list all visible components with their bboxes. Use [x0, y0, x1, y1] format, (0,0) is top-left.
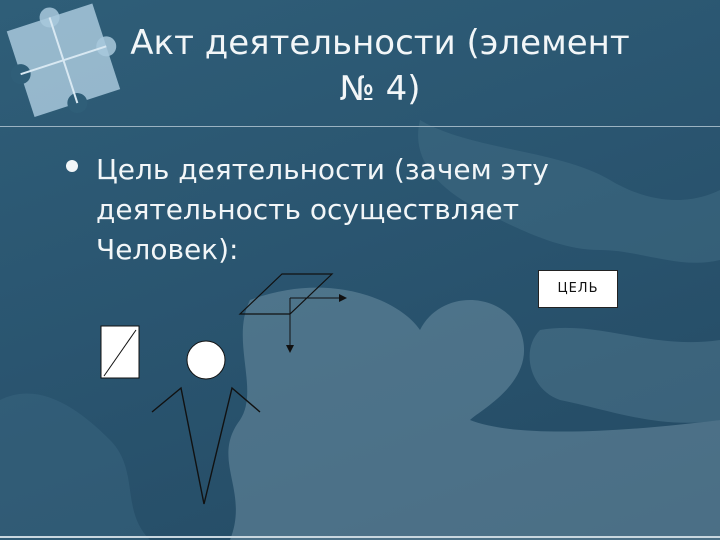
- bullet-dot-icon: [66, 160, 78, 172]
- square-diagonal: [103, 329, 137, 377]
- parallelogram-shape: [238, 273, 334, 315]
- puzzle-logo-icon: [6, 3, 121, 117]
- bottom-divider: [0, 536, 720, 538]
- bullet-line-2: деятельность осуществляет: [96, 193, 520, 226]
- title-divider: [0, 126, 720, 127]
- person-head-icon: [186, 340, 226, 380]
- title-line-1: Акт деятельности (элемент: [130, 23, 630, 63]
- person-body-lines: [151, 386, 261, 505]
- bullet-line-3: Человек):: [96, 233, 239, 266]
- slide-title: Акт деятельности (элемент № 4): [100, 20, 660, 112]
- title-line-2: № 4): [339, 69, 421, 109]
- goal-box: ЦЕЛЬ: [538, 270, 618, 308]
- bullet-item: Цель деятельности (зачем эту деятельност…: [96, 150, 656, 270]
- bullet-line-1: Цель деятельности (зачем эту: [96, 153, 549, 186]
